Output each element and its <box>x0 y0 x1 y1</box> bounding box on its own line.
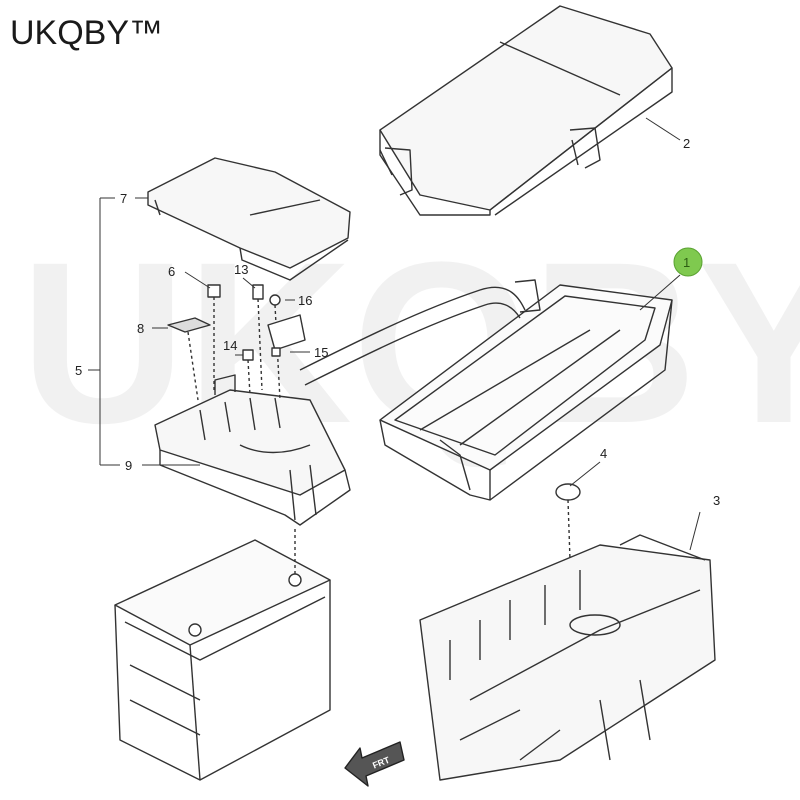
part-8-clip <box>167 317 211 401</box>
part-7-small-cover <box>147 157 351 281</box>
callout-8: 8 <box>137 321 144 336</box>
part-14-relay <box>242 349 254 396</box>
callout-9: 9 <box>125 458 132 473</box>
callout-16: 16 <box>298 293 312 308</box>
brand-logo: UKQBY™ <box>10 14 164 52</box>
part-1-tray <box>379 284 673 501</box>
callout-2: 2 <box>683 136 690 151</box>
callout-15: 15 <box>314 345 328 360</box>
callout-3: 3 <box>713 493 720 508</box>
frt-orientation-arrow <box>344 741 405 787</box>
part-4-grommet <box>555 483 581 561</box>
callout-14: 14 <box>223 338 237 353</box>
battery <box>114 528 331 781</box>
part-15-terminal <box>267 314 306 357</box>
callout-1: 1 <box>683 255 690 270</box>
leader-lines <box>88 117 701 551</box>
callout-7: 7 <box>120 191 127 206</box>
connecting-cable <box>299 279 541 386</box>
callout-4: 4 <box>600 446 607 461</box>
highlight-marker <box>673 247 703 277</box>
part-2-top-cover <box>379 5 673 216</box>
part-3-lower-bracket <box>419 534 716 781</box>
part-16-nut <box>269 294 281 401</box>
callout-5: 5 <box>75 363 82 378</box>
part-6-nut <box>207 284 221 390</box>
part-9-fuse-block <box>154 374 351 526</box>
callout-13: 13 <box>234 262 248 277</box>
callout-6: 6 <box>168 264 175 279</box>
part-13-connector <box>252 284 264 391</box>
